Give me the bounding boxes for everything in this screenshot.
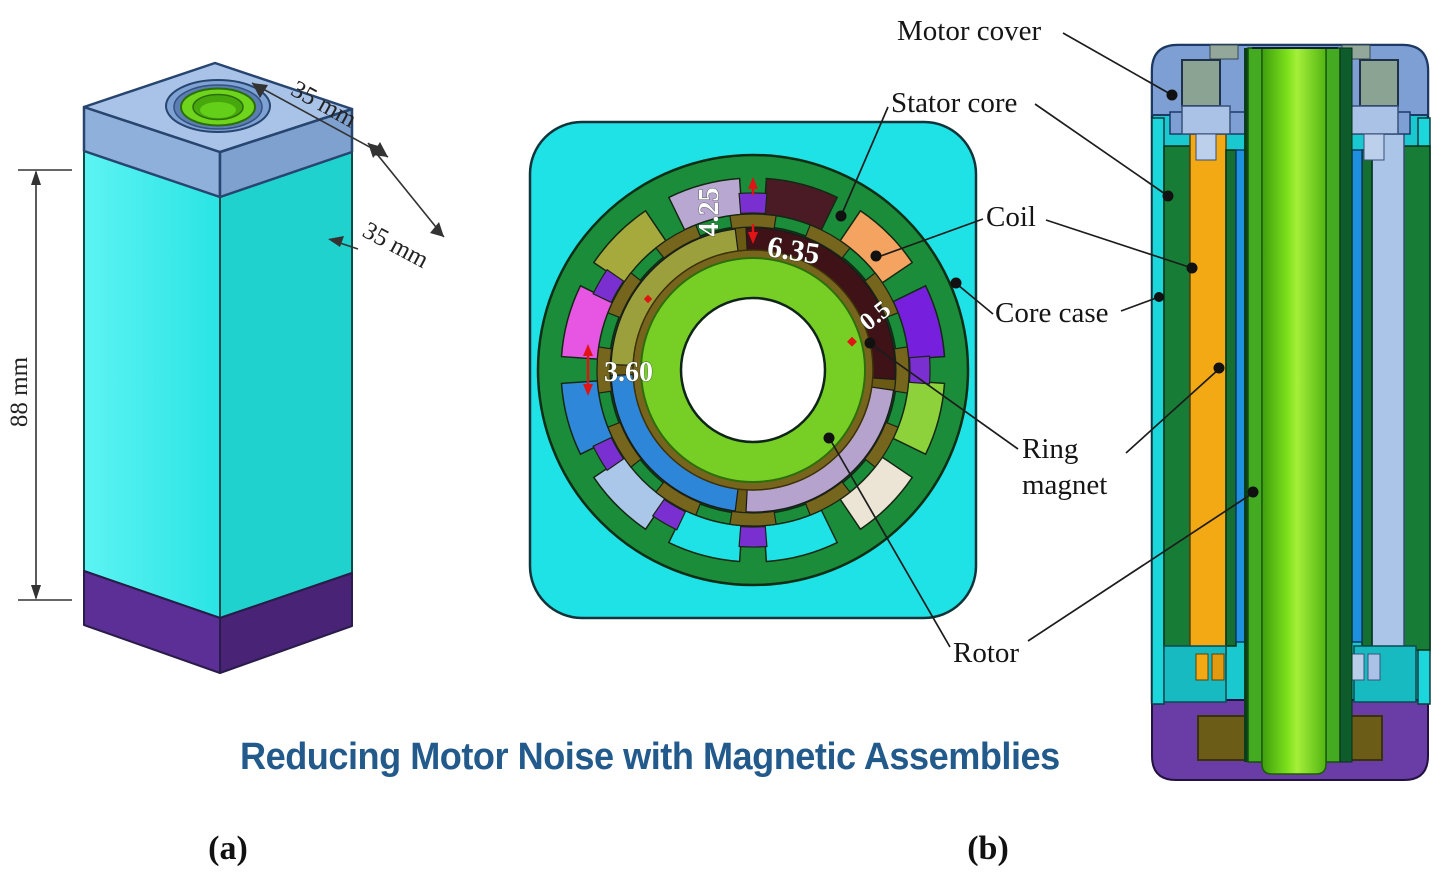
leader-dots — [823, 89, 1259, 498]
caption-b: (b) — [967, 830, 1009, 867]
ring-magnet-segments — [609, 226, 897, 514]
rotor-left — [1247, 47, 1263, 763]
stator-tooth-left — [1225, 149, 1237, 647]
tooth-tip — [729, 510, 777, 527]
collar-step-left — [1195, 133, 1217, 161]
label-core-case: Core case — [995, 297, 1109, 329]
label-motor-cover: Motor cover — [897, 15, 1041, 47]
tooth-tips — [592, 192, 931, 548]
caption-a: (a) — [208, 830, 248, 867]
stator-tooth-right — [1361, 149, 1373, 647]
label-coil: Coil — [986, 201, 1036, 233]
body-front-face — [83, 150, 221, 619]
tooth-tip — [804, 224, 851, 259]
tooth-tip — [655, 481, 702, 516]
tooth-tip-marker — [738, 525, 768, 548]
collar-step-right — [1363, 133, 1385, 161]
tooth-tip — [655, 224, 702, 259]
arrowhead-icon — [328, 236, 344, 247]
bearing-top-right — [1359, 59, 1399, 107]
figure-b-axial-section — [1150, 43, 1431, 781]
tooth-tip — [607, 272, 642, 319]
arrowhead-up-icon — [31, 170, 41, 185]
arrowhead-icon — [252, 83, 268, 98]
tooth-tip — [864, 272, 899, 319]
red-markers — [583, 177, 857, 396]
arrowhead-down-icon — [31, 585, 41, 600]
dim-height-label: 88 mm — [6, 356, 33, 427]
shaft — [1261, 47, 1327, 775]
arrowhead-icon — [368, 143, 382, 158]
figure-a-3d-body: 88 mm 35 mm — [6, 61, 445, 674]
rotor-right — [1325, 47, 1341, 763]
body-right-face — [219, 151, 353, 619]
bearing-top-left — [1181, 59, 1221, 107]
shaft-group — [1244, 47, 1353, 775]
dim-slot-depth-label: 4.25 — [694, 188, 725, 237]
top-shaft-hole — [165, 79, 271, 133]
base-right-face — [219, 572, 353, 674]
tooth-tip — [607, 421, 642, 468]
label-stator-core: Stator core — [891, 87, 1017, 119]
rotor-bore — [679, 296, 827, 444]
tooth-tip-marker — [592, 268, 625, 304]
figure-b-cross-section: 4.25 6.35 0.5 3.60 — [528, 120, 978, 620]
coil-left — [1189, 121, 1227, 655]
figure-title: Reducing Motor Noise with Magnetic Assem… — [240, 736, 1060, 778]
tooth-tip — [729, 213, 777, 230]
tooth-tip-marker — [908, 355, 931, 385]
stator-core-right — [1403, 145, 1431, 651]
leader-lines — [823, 32, 1259, 648]
dim-magnet-width-label: 6.35 — [765, 230, 822, 271]
top-tab-left — [1209, 44, 1239, 60]
tooth-tip-marker — [738, 192, 768, 215]
part-labels: Motor cover Stator core Coil Core case R… — [891, 15, 1109, 669]
core-case-left — [1151, 117, 1165, 705]
tooth-tip-marker — [592, 436, 625, 472]
dimension-88mm: 88 mm — [6, 169, 72, 601]
label-rotor: Rotor — [953, 637, 1019, 669]
tooth-tip — [804, 481, 851, 516]
tooth-tip — [596, 346, 613, 394]
coil-right — [1371, 121, 1405, 655]
ring-magnet-right — [1351, 149, 1363, 643]
label-ring-magnet-line2: magnet — [1022, 469, 1107, 501]
label-ring-magnet-line1: Ring — [1022, 433, 1078, 465]
dim-slot-gap-label: 3.60 — [604, 357, 653, 388]
coil-slots — [560, 177, 946, 563]
dim-depth-label: 35 mm — [358, 217, 433, 274]
tooth-tip-marker — [651, 498, 687, 531]
tooth-tip — [893, 346, 910, 394]
tooth-tip — [864, 421, 899, 468]
collar-right — [1349, 105, 1399, 135]
arrowhead-icon — [430, 222, 444, 237]
collar-left — [1181, 105, 1231, 135]
